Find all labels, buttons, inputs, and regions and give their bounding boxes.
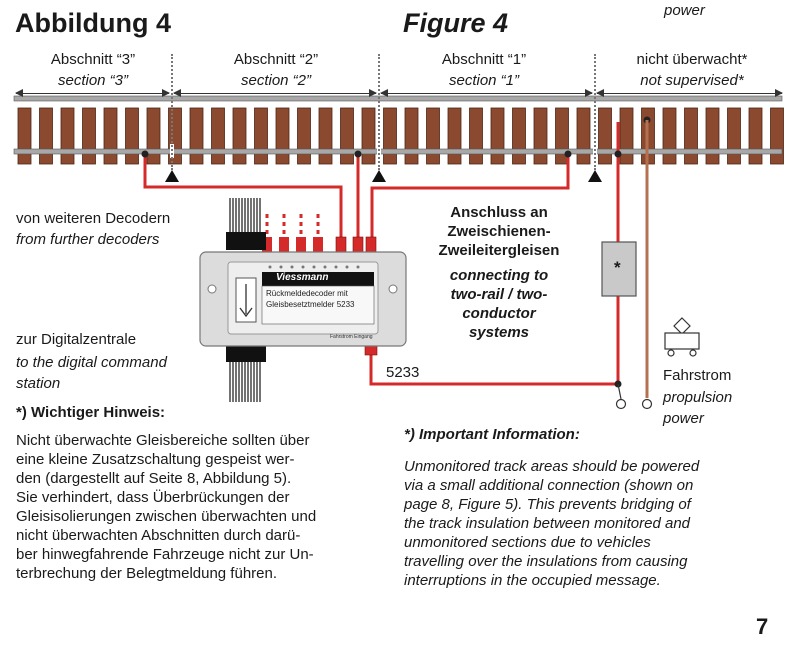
further-decoders-label-de: von weiteren Decodern	[16, 210, 171, 227]
section-3-label-de: Abschnitt “3”	[50, 51, 136, 68]
propulsion-label-en-1: propulsion	[663, 389, 733, 406]
further-decoders-label-en: from further decoders	[16, 231, 160, 248]
note_de_lines-line: nicht überwachten Abschnitten durch darü…	[16, 527, 301, 544]
note_de_lines-line: Sie verhindert, dass Überbrückungen der	[16, 489, 290, 506]
section-2-arrow	[173, 89, 377, 97]
section-3-label-en: section “3”	[57, 72, 129, 89]
connection-en-4: systems	[468, 324, 530, 341]
propulsion-label-de: Fahrstrom	[663, 367, 732, 384]
note-en-body: Unmonitored track areas should be powere…	[404, 457, 794, 590]
note_en_lines-line: Unmonitored track areas should be powere…	[404, 458, 700, 475]
connection-label-en: connecting to two-rail / two- conductor …	[414, 266, 584, 342]
note_en_lines-line: the track insulation between monitored a…	[404, 515, 691, 532]
title-en: Figure 4	[403, 8, 509, 38]
central-label-en-2: station	[16, 375, 61, 392]
top-power-label: power	[664, 2, 705, 19]
ribbon-cable-bottom	[226, 344, 266, 402]
insulation-markers	[165, 170, 602, 182]
central-label-en-1: to the digital command	[16, 354, 167, 371]
note_en_lines-line: interruptions in the occupied message.	[404, 572, 661, 589]
propulsion-label-en-2: power	[663, 410, 704, 427]
connection-de-2: Zweischienen-	[447, 223, 551, 240]
note_en_lines-line: unmonitored sections due to vehicles	[404, 534, 651, 551]
unsupervised-label-en: not supervised*	[640, 72, 744, 89]
unsupervised-label-de: nicht überwacht*	[636, 51, 748, 68]
section-2-label-de: Abschnitt “2”	[233, 51, 319, 68]
note_de_lines-line: den (dargestellt auf Seite 8, Abbildung …	[16, 470, 292, 487]
lower-rail	[13, 148, 783, 155]
connection-de-1: Anschluss an	[450, 204, 548, 221]
note_de_lines-line: Nicht überwachte Gleisbereiche sollten ü…	[16, 432, 310, 449]
ribbon-cable-top	[226, 198, 266, 250]
note-de-title: *) Wichtiger Hinweis:	[16, 404, 166, 421]
extra-circuit-box	[601, 241, 637, 297]
section-divider-2	[378, 54, 380, 170]
asterisk-box-label: *	[614, 258, 621, 277]
title-de: Abbildung 4	[15, 8, 171, 38]
connection-en-1: connecting to	[449, 267, 549, 284]
central-label-de: zur Digitalzentrale	[16, 331, 137, 348]
decoder-line-1: Rückmeldedecoder mit	[266, 289, 348, 298]
connection-de-3: Zweileitergleisen	[438, 242, 560, 259]
section-1-label-de: Abschnitt “1”	[441, 51, 527, 68]
note_de_lines-line: terbrechung der Belegtmeldung führen.	[16, 565, 278, 582]
section-divider-1	[171, 54, 173, 170]
transformer-icon	[664, 317, 700, 357]
note-de-body: Nicht überwachte Gleisbereiche sollten ü…	[16, 431, 396, 583]
connection-label-de: Anschluss an Zweischienen- Zweileitergle…	[414, 203, 584, 260]
connection-en-2: two-rail / two-	[450, 286, 548, 303]
section-divider-3	[594, 54, 596, 170]
decoder-corner-label: Fahrstrom Eingang	[330, 334, 373, 340]
model-number: 5233	[386, 364, 420, 381]
unsupervised-arrow	[596, 89, 783, 97]
section-1-label-en: section “1”	[448, 72, 520, 89]
page-number: 7	[756, 614, 769, 639]
upper-rail	[13, 95, 783, 102]
note_en_lines-line: travelling over the insulations from cau…	[404, 553, 688, 570]
decoder-module	[199, 251, 407, 347]
note_de_lines-line: Gleisisolierungen zwischen überwachten u…	[16, 508, 317, 525]
track-ties	[17, 107, 784, 165]
note_de_lines-line: ber hinwegfahrende Fahrzeuge nicht zur U…	[16, 546, 314, 563]
section-1-arrow	[380, 89, 593, 97]
note_en_lines-line: via a small additional connection (shown…	[404, 477, 694, 494]
further-decoder-wires	[262, 214, 323, 252]
section-3-arrow	[15, 89, 170, 97]
connection-en-3: conductor	[462, 305, 536, 322]
decoder-line-2: Gleisbesetztmelder 5233	[266, 300, 355, 309]
note_en_lines-line: page 8, Figure 5). This prevents bridgin…	[404, 496, 691, 513]
decoder-brand: Viessmann	[276, 272, 329, 283]
note_de_lines-line: eine kleine Zusatzschaltung gespeist wer…	[16, 451, 295, 468]
note-en-title: *) Important Information:	[404, 426, 580, 443]
section-2-label-en: section “2”	[240, 72, 312, 89]
